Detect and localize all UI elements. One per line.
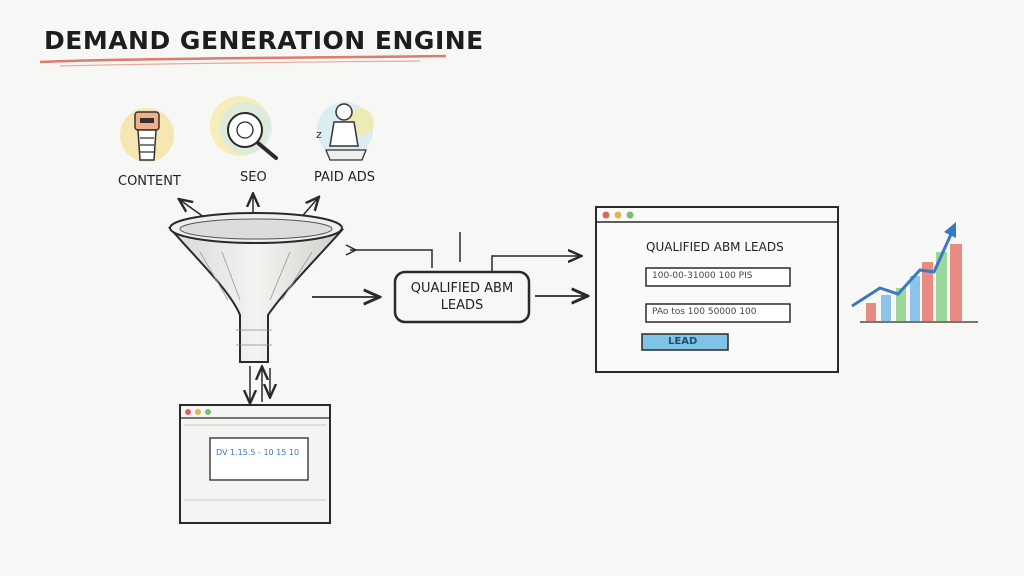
- source-label-seo: SEO: [240, 170, 267, 185]
- person-ads-icon: z: [316, 102, 374, 161]
- funnel-shape: [167, 212, 345, 363]
- magnifier-icon: [210, 96, 278, 160]
- form-window: [595, 206, 839, 373]
- form-heading: QUALIFIED ABM LEADS: [646, 240, 784, 254]
- growth-chart-icon: [851, 222, 978, 323]
- form-field-1[interactable]: 100-00-31000 100 PIS: [652, 271, 753, 281]
- page-title: DEMAND GENERATION ENGINE: [44, 26, 484, 55]
- source-label-paid-ads: PAID ADS: [314, 170, 376, 185]
- qualified-leads-label: QUALIFIED ABM LEADS: [395, 280, 529, 314]
- qualified-leads-line2: LEADS: [440, 298, 484, 313]
- title-underline: [39, 54, 447, 64]
- form-field-2[interactable]: PAo tos 100 50000 100: [652, 307, 757, 317]
- lead-button[interactable]: LEAD: [668, 336, 698, 347]
- content-icon: [120, 108, 174, 162]
- qualified-leads-line1: QUALIFIED ABM: [410, 281, 514, 296]
- source-label-content: CONTENT: [118, 174, 181, 189]
- svg-text:z: z: [316, 128, 322, 141]
- small-window-text: DV 1.15.5 - 10 15 10: [216, 448, 300, 457]
- small-window: [179, 404, 331, 524]
- qualified-leads-box: [393, 270, 531, 324]
